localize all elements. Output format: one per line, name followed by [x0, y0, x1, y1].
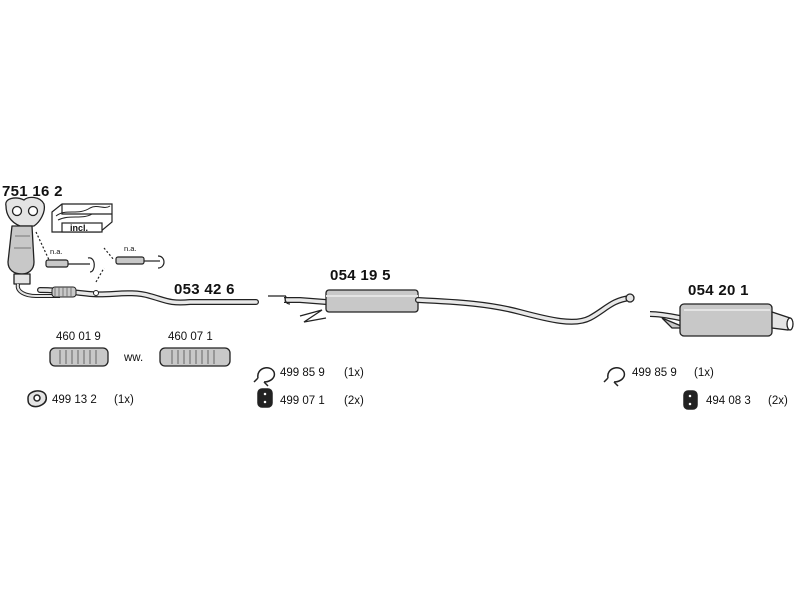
accessory-quantity: (1x) — [694, 367, 714, 379]
rear-silencer-part-number: 054 20 1 — [688, 282, 749, 299]
accessory-part-number: 499 85 9 — [280, 367, 325, 379]
accessory-part-number: 494 08 3 — [706, 395, 751, 407]
flex-pipe-2-part-number: 460 07 1 — [168, 331, 213, 343]
clamp-icon — [603, 367, 626, 387]
front-pipe — [37, 286, 259, 306]
catalyst-assembly — [5, 196, 60, 298]
accessory-part-number: 499 13 2 — [52, 394, 97, 406]
gasket-icon — [27, 390, 47, 408]
flex-pipe-2 — [159, 347, 231, 367]
not-available-note: n.a. — [124, 244, 137, 253]
front-pipe-part-number: 053 42 6 — [174, 281, 235, 298]
rubber-mount-icon — [257, 388, 273, 408]
accessory-quantity: (1x) — [344, 367, 364, 379]
accessory-quantity: (1x) — [114, 394, 134, 406]
accessory-part-number: 499 85 9 — [632, 367, 677, 379]
middle-silencer — [268, 289, 635, 325]
catalyst-part-number: 751 16 2 — [2, 183, 63, 200]
ww-note: ww. — [124, 352, 144, 364]
rear-silencer — [649, 303, 794, 337]
included-parts-box — [51, 203, 113, 233]
not-available-note: n.a. — [50, 247, 63, 256]
accessory-quantity: (2x) — [768, 395, 788, 407]
accessory-part-number: 499 07 1 — [280, 395, 325, 407]
included-note: incl. — [70, 223, 89, 233]
flex-pipe-1 — [49, 347, 109, 367]
lambda-sensors — [35, 231, 165, 283]
clamp-icon — [253, 367, 276, 387]
rubber-mount-icon — [683, 390, 698, 410]
middle-silencer-part-number: 054 19 5 — [330, 267, 391, 284]
flex-pipe-1-part-number: 460 01 9 — [56, 331, 101, 343]
accessory-quantity: (2x) — [344, 395, 364, 407]
